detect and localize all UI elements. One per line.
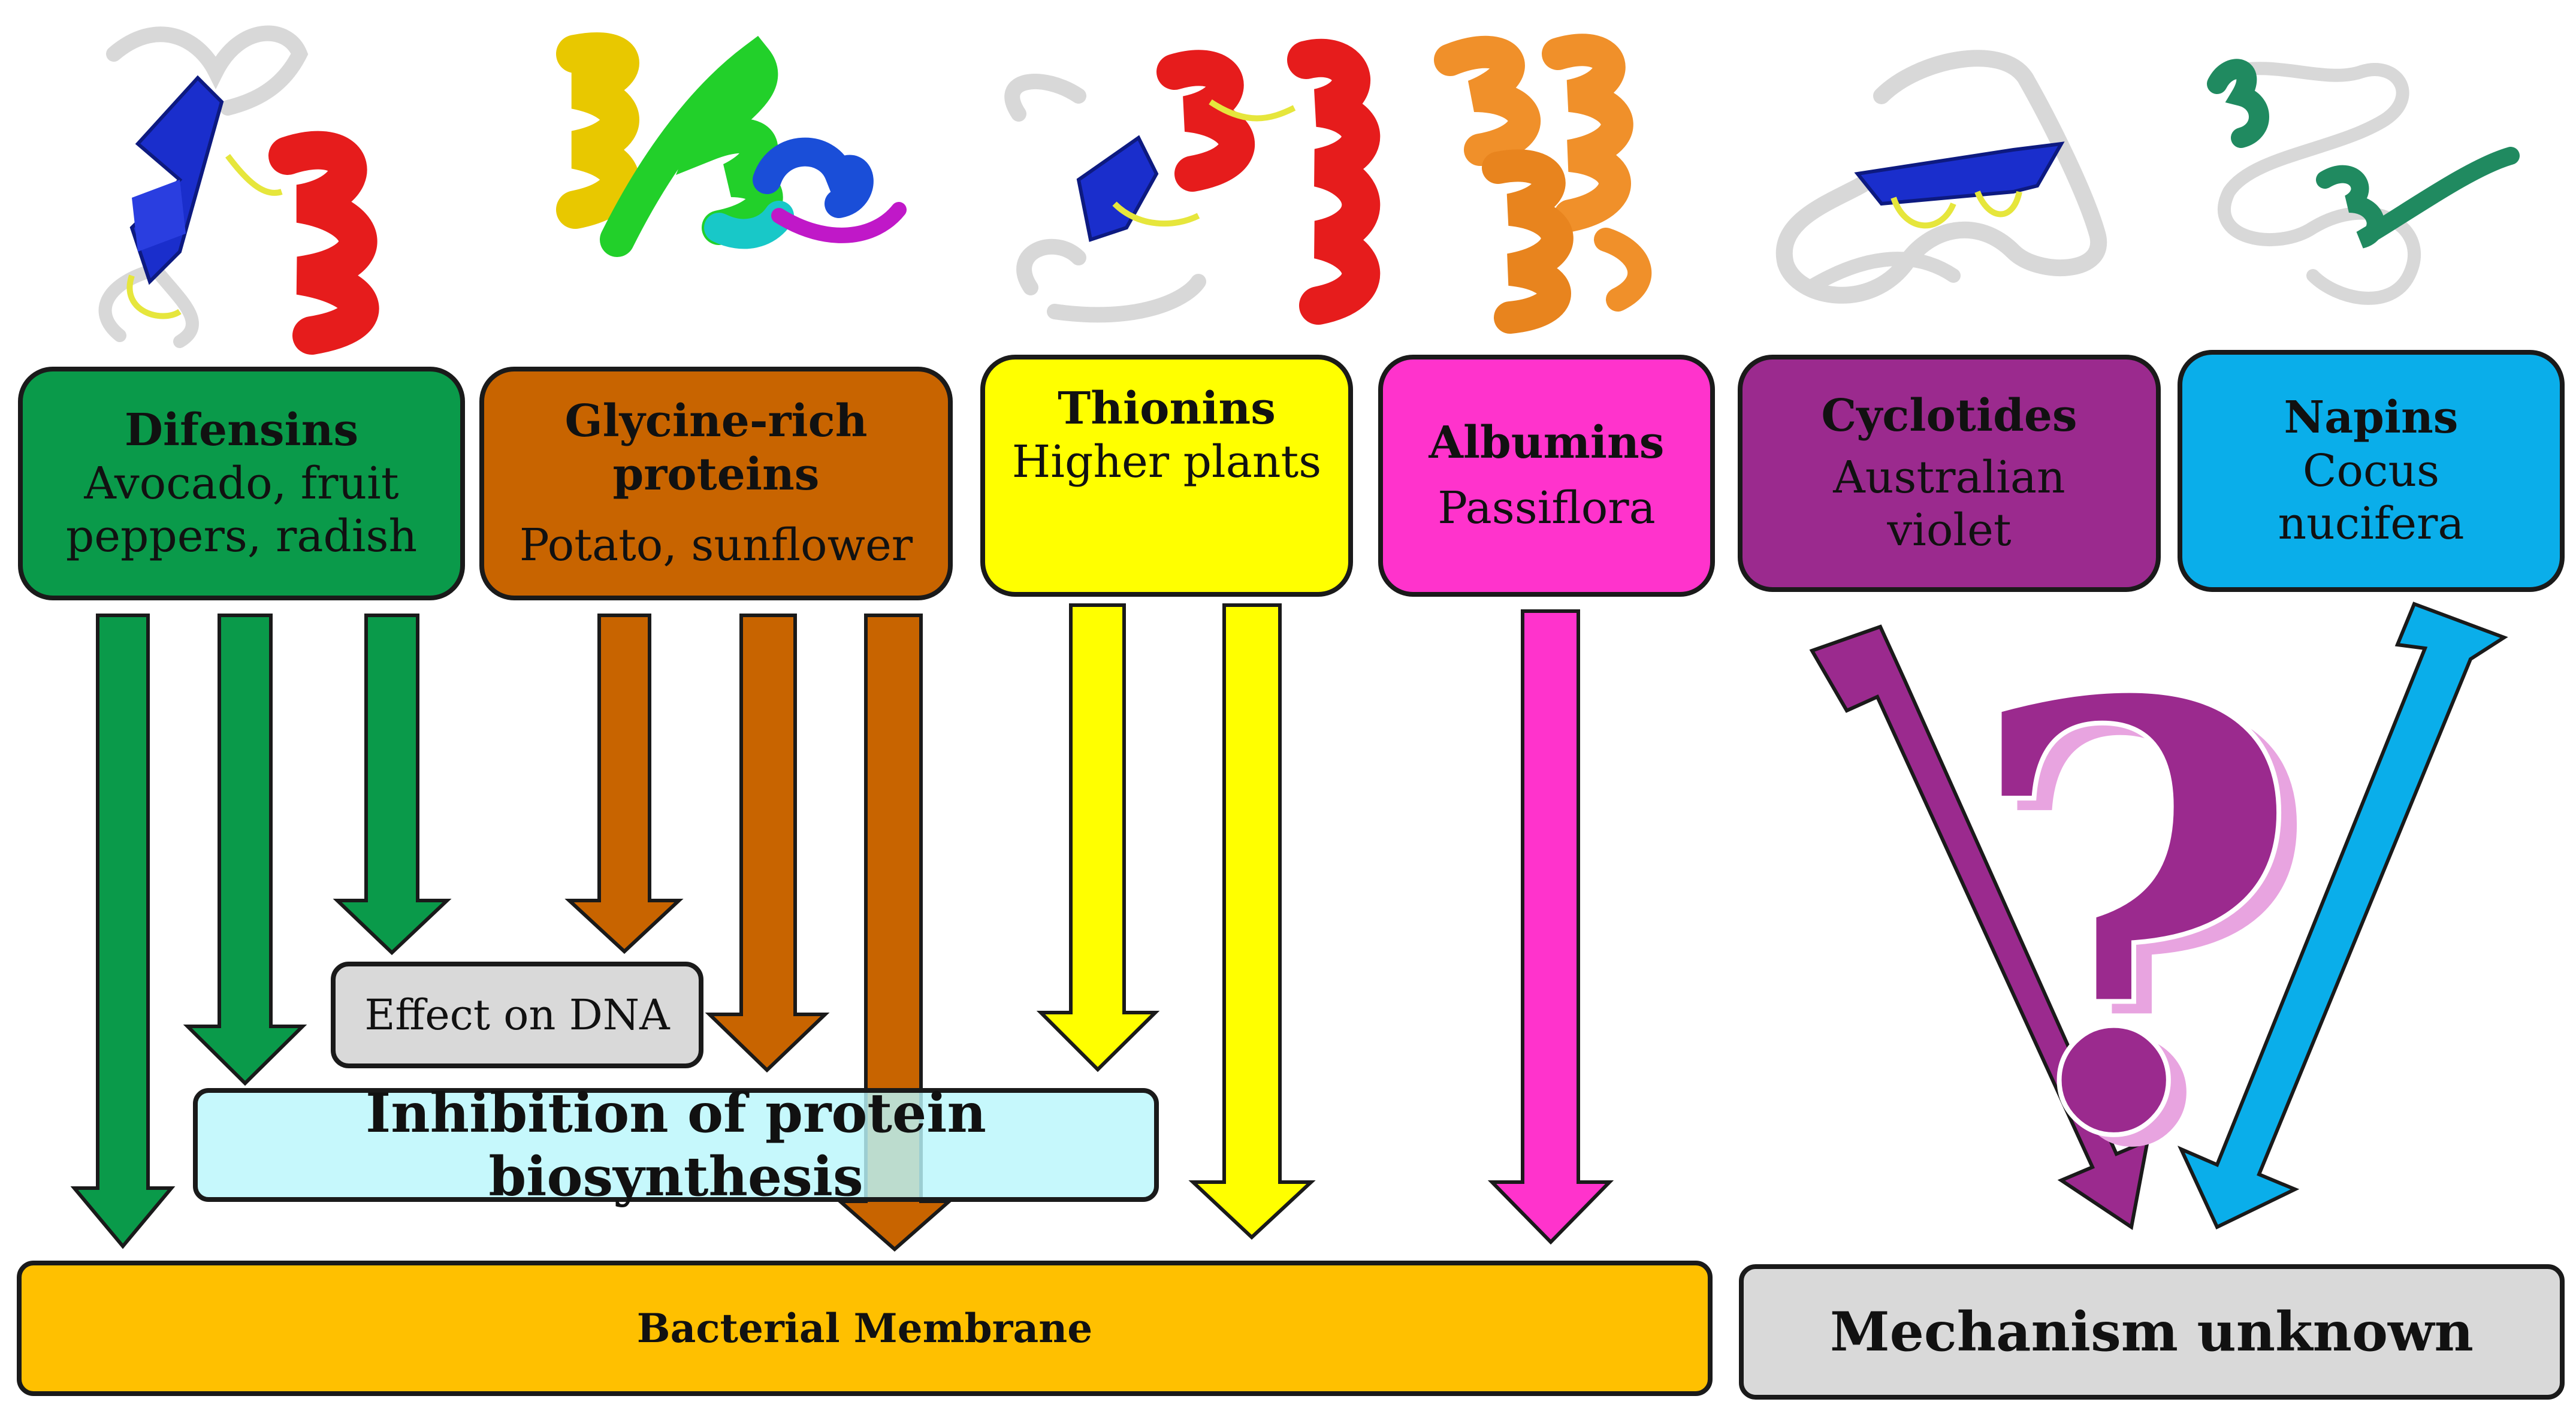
glycine-arrow-to-biosynthesis — [705, 614, 830, 1073]
family-source-line: Australian — [1833, 451, 2065, 503]
defensin-arrow-to-dna — [333, 614, 452, 956]
family-box-napins: Napins Cocus nucifera — [2178, 350, 2565, 592]
thionin-structure-icon — [1004, 38, 1381, 325]
target-box-membrane: Bacterial Membrane — [17, 1261, 1713, 1396]
family-source-line: Passiflora — [1438, 482, 1656, 534]
question-mark-shadow: ? — [1979, 588, 2323, 1277]
family-title: Albumins — [1429, 417, 1665, 469]
thionin-arrow-to-biosynthesis — [1036, 603, 1160, 1072]
target-label: Mechanism unknown — [1830, 1300, 2474, 1364]
glycine-rich-structure-icon — [556, 32, 907, 257]
target-label: Effect on DNA — [364, 990, 670, 1040]
family-box-albumins: Albumins Passiflora — [1378, 355, 1715, 597]
family-source-line: Cocus — [2302, 445, 2440, 497]
family-title: Glycine-rich — [564, 395, 868, 447]
family-box-defensins: Difensins Avocado, fruit peppers, radish — [18, 367, 465, 600]
family-box-thionins: Thionins Higher plants — [980, 355, 1353, 597]
family-title: Cyclotides — [1821, 389, 2077, 442]
family-title: proteins — [612, 448, 820, 500]
question-mark-icon: ? ? — [1959, 573, 2323, 1277]
defensin-arrow-to-biosynthesis — [183, 614, 307, 1086]
target-box-unknown: Mechanism unknown — [1739, 1264, 2565, 1400]
napin-arrow-to-unknown — [2177, 602, 2508, 1230]
family-source-line: nucifera — [2278, 498, 2465, 550]
family-source-line: Higher plants — [1011, 436, 1322, 488]
family-title: Napins — [2284, 391, 2459, 443]
family-title: Thionins — [1058, 383, 1276, 434]
albumin-structure-icon — [1434, 34, 1652, 334]
thionin-arrow-to-membrane — [1188, 603, 1316, 1240]
cyclotide-structure-icon — [1775, 50, 2107, 304]
family-title: Difensins — [124, 404, 359, 456]
target-label: Inhibition of protein biosynthesis — [366, 1081, 986, 1208]
target-box-dna: Effect on DNA — [331, 962, 703, 1068]
family-box-glycine-rich: Glycine-rich proteins Potato, sunflower — [479, 367, 953, 600]
cyclotide-arrow-to-unknown — [1809, 624, 2150, 1231]
albumin-arrow-to-membrane — [1487, 609, 1614, 1245]
napin-structure-icon — [2207, 59, 2520, 305]
defensin-structure-icon — [98, 25, 379, 355]
question-mark-glyph: ? — [1961, 576, 2305, 1265]
target-box-biosynthesis: Inhibition of protein biosynthesis — [193, 1081, 1159, 1208]
family-source-line: peppers, radish — [65, 510, 418, 563]
family-source-line: Potato, sunflower — [519, 519, 913, 572]
target-label: Bacterial Membrane — [636, 1305, 1093, 1352]
family-source-line: violet — [1887, 504, 2012, 557]
defensin-arrow-to-membrane — [70, 614, 176, 1249]
family-source-line: Avocado, fruit — [84, 457, 399, 509]
glycine-arrow-to-dna — [564, 614, 684, 954]
family-box-cyclotides: Cyclotides Australian violet — [1738, 355, 2161, 592]
